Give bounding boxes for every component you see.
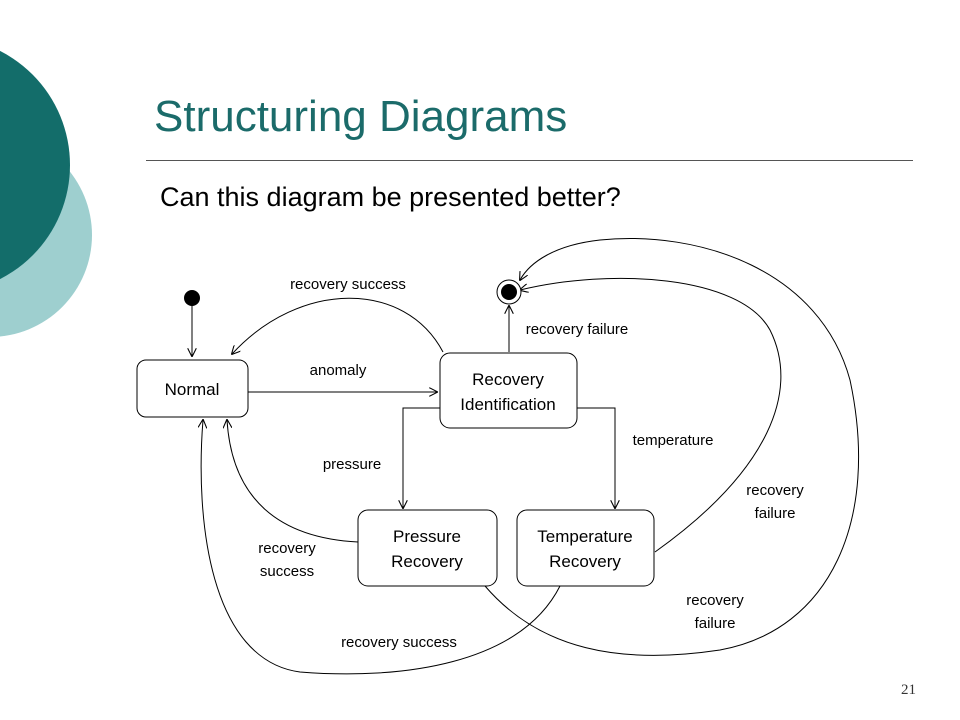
state-pressure-recovery-line2: Recovery (391, 552, 463, 571)
recovery-failure-right-transition (520, 277, 782, 553)
state-normal: Normal (136, 359, 249, 418)
state-recovery-identification: Recovery Identification (439, 352, 578, 429)
recovery-failure-bottom-transition (484, 238, 860, 656)
label-recovery-failure-top: recovery failure (526, 321, 629, 338)
title-divider (146, 160, 913, 161)
label-recovery-failure-bottom-line2: failure (695, 615, 736, 632)
label-recovery-success-left-line1: recovery (258, 540, 316, 557)
recovery-success-bottom-transition (201, 420, 561, 675)
label-recovery-failure-right-line2: failure (755, 505, 796, 522)
pressure-transition (403, 407, 440, 508)
label-anomaly: anomaly (310, 362, 367, 379)
label-recovery-failure-bottom-line1: recovery (686, 592, 744, 609)
state-recovery-identification-line2: Identification (460, 395, 555, 414)
recovery-success-top-transition (232, 297, 444, 354)
state-pressure-recovery: Pressure Recovery (357, 509, 498, 587)
slide-subtitle: Can this diagram be presented better? (160, 182, 621, 212)
state-pressure-recovery-line1: Pressure (393, 527, 461, 546)
label-pressure: pressure (323, 456, 381, 473)
recovery-success-left-transition (227, 420, 359, 543)
initial-state (184, 290, 200, 306)
label-recovery-success-left-line2: success (260, 563, 314, 580)
state-normal-label: Normal (165, 380, 220, 399)
label-recovery-success-bottom: recovery success (341, 634, 457, 651)
state-recovery-identification-line1: Recovery (472, 370, 544, 389)
label-temperature: temperature (633, 432, 714, 449)
final-state (496, 279, 522, 305)
label-recovery-success-top: recovery success (290, 276, 406, 293)
state-temperature-recovery-line1: Temperature (537, 527, 632, 546)
slide-title: Structuring Diagrams (154, 92, 568, 141)
state-temperature-recovery: Temperature Recovery (516, 509, 655, 587)
temperature-transition (577, 407, 615, 508)
dark-teal-circle (0, 50, 70, 280)
label-recovery-failure-right-line1: recovery (746, 482, 804, 499)
decorative-circles (0, 50, 92, 337)
state-temperature-recovery-line2: Recovery (549, 552, 621, 571)
page-number: 21 (901, 682, 916, 698)
